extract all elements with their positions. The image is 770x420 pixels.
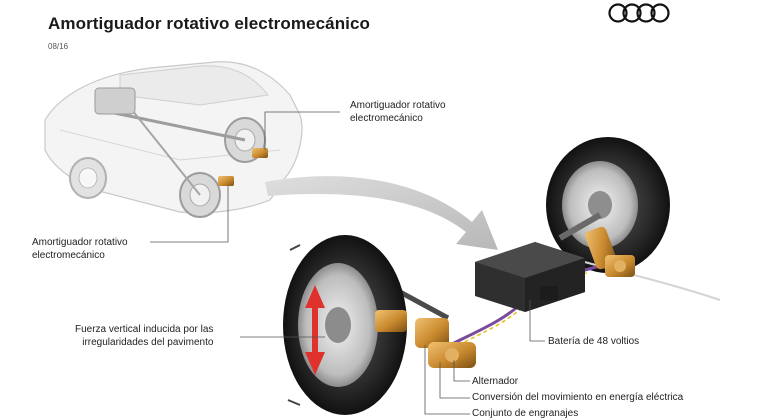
flow-arrow bbox=[265, 176, 498, 250]
battery-label: Batería de 48 voltios bbox=[548, 336, 640, 347]
front-damper-label-line2: electromecánico bbox=[32, 250, 105, 261]
alternator-label: Alternador bbox=[472, 376, 519, 387]
front-damper-label: Amortiguador rotativo electromecánico bbox=[32, 236, 128, 262]
battery-pack bbox=[475, 242, 585, 312]
vertical-force-label-line1: Fuerza vertical inducida por las bbox=[75, 324, 214, 335]
rear-damper-small bbox=[252, 148, 268, 158]
page-title: Amortiguador rotativo electromecánico bbox=[48, 14, 371, 33]
front-damper bbox=[375, 310, 476, 368]
gearset-label: Conjunto de engranajes bbox=[472, 408, 579, 419]
rear-damper-label: Amortiguador rotativo electromecánico bbox=[350, 99, 446, 125]
date-stamp: 08/16 bbox=[48, 42, 69, 51]
rear-damper-label-line1: Amortiguador rotativo bbox=[350, 100, 446, 111]
conversion-label: Conversión del movimiento en energía elé… bbox=[472, 392, 684, 403]
front-damper-small bbox=[218, 176, 234, 186]
rear-damper-label-line2: electromecánico bbox=[350, 113, 423, 124]
rear-damper bbox=[585, 226, 635, 277]
four-rings-logo-icon bbox=[608, 3, 670, 23]
vertical-force-arrow bbox=[305, 285, 325, 375]
car-ghost bbox=[44, 61, 303, 218]
vertical-force-label-line2: irregularidades del pavimento bbox=[82, 337, 214, 348]
front-damper-label-line1: Amortiguador rotativo bbox=[32, 237, 128, 248]
vertical-force-label: Fuerza vertical inducida por las irregul… bbox=[75, 323, 213, 349]
leader-lines bbox=[150, 111, 545, 415]
